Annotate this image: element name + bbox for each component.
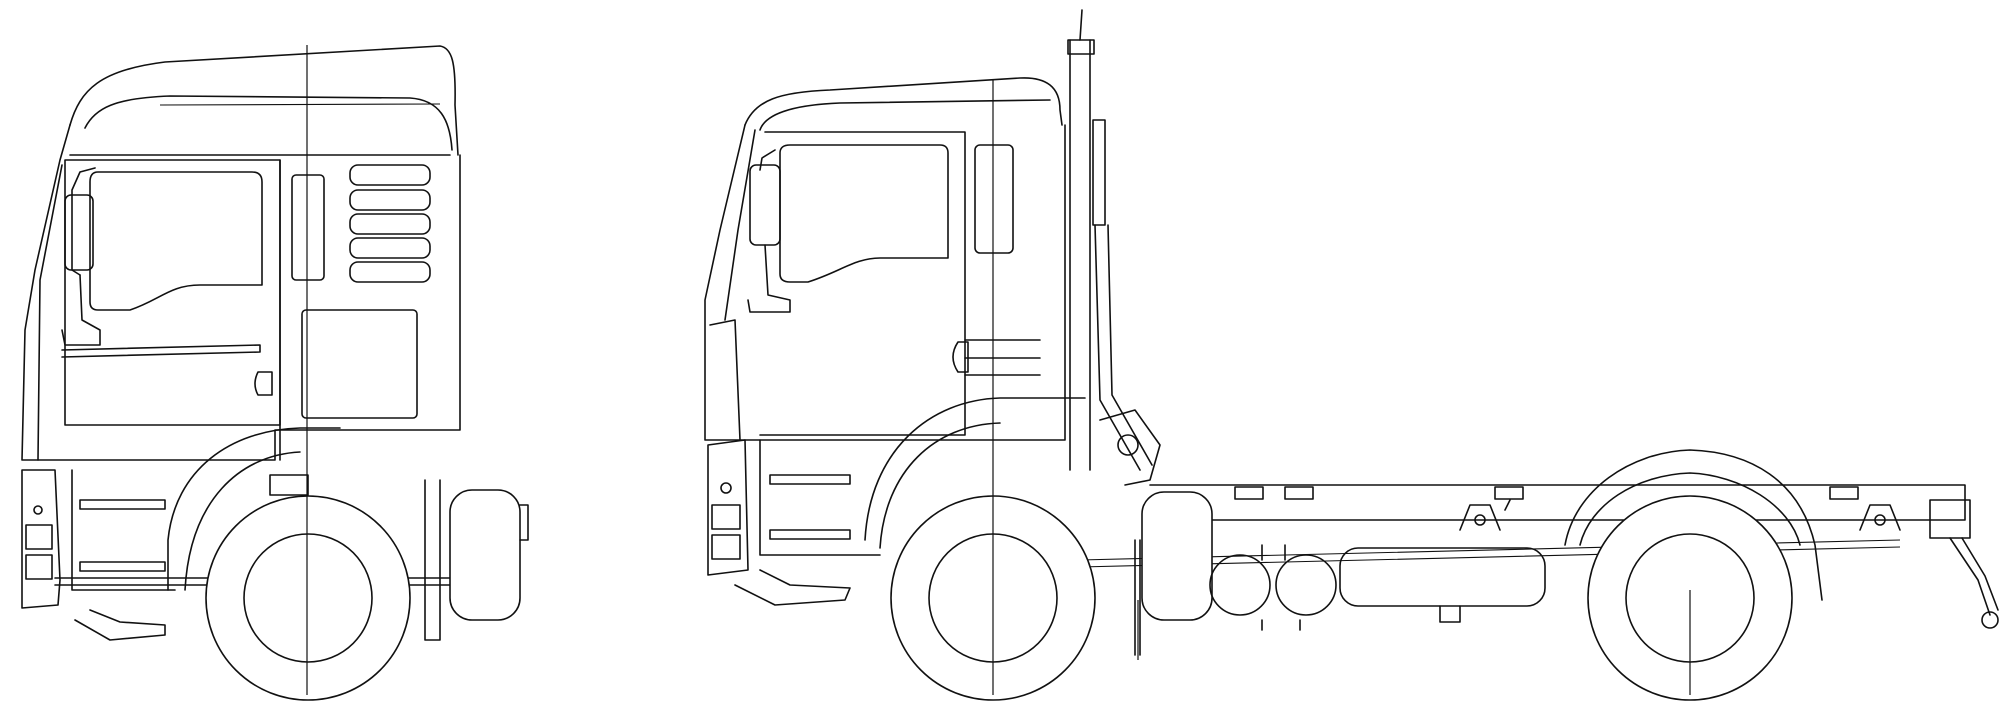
cab-roof-inner [84,95,453,151]
cab-body-outline [21,124,461,461]
fuel-tank [1339,547,1546,623]
tractor-door-window [779,144,949,283]
front-bumper [21,469,61,609]
cab-side-view [21,45,529,701]
cab-roof [69,45,459,156]
cab-door-window [89,171,263,311]
step-ladder [71,469,176,641]
tractor-side-mirror [747,149,791,313]
chassis-frame [1079,484,1966,568]
spare-wheel [449,489,529,621]
tractor-side-view [704,9,1999,701]
intake-pipe [1094,224,1161,486]
rear-mudguard [1564,449,1823,601]
cab-door [64,159,281,426]
tractor-step-ladder [734,439,881,606]
tractor-cab-roof [744,77,1063,126]
tow-hitch [1929,499,1999,629]
tractor-cab-door [759,131,966,436]
tractor-front-bumper [707,439,749,576]
tractor-spare-wheel [1141,491,1213,621]
air-tanks [1209,544,1337,631]
exhaust-stack [1067,9,1106,471]
tractor-door-handle [952,341,969,373]
front-wheel-arch [167,427,341,591]
side-vent-grille [349,164,431,283]
side-mirror [61,167,101,346]
front-wheel [205,495,411,701]
tractor-cab-outline [704,124,1066,441]
door-handle [254,371,273,396]
tractor-front-wheel-arch [864,397,1086,541]
